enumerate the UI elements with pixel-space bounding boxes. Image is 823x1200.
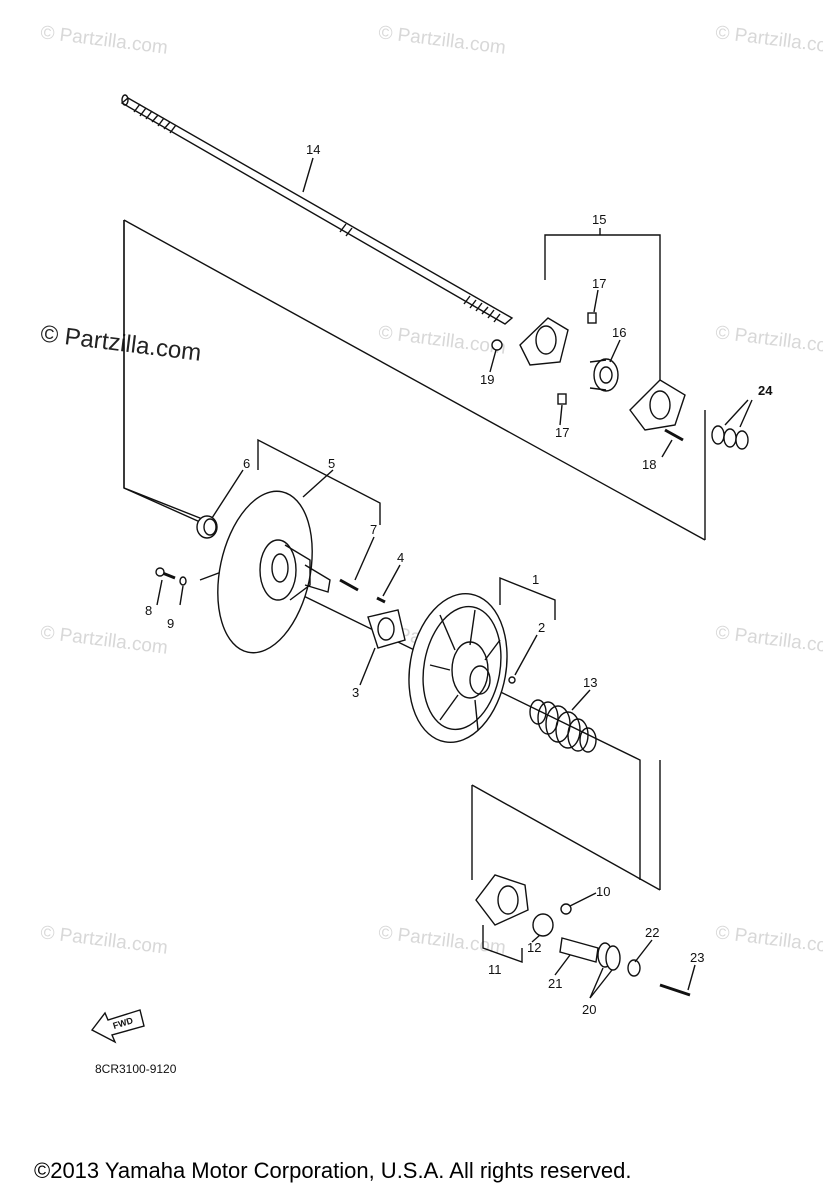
part-label: 15 (592, 212, 607, 227)
fwd-arrow-icon: FWD (90, 1009, 145, 1044)
cam-part (475, 874, 529, 926)
diagram-code: 8CR3100-9120 (95, 1062, 177, 1076)
part-label: 22 (645, 925, 660, 940)
part-label: 1 (532, 572, 540, 587)
part-label: 4 (397, 550, 405, 565)
part-label: 20 (582, 1002, 597, 1017)
copyright-notice: ©2013 Yamaha Motor Corporation, U.S.A. A… (34, 1158, 632, 1183)
part-label: 5 (328, 456, 336, 471)
part-label: 7 (370, 522, 378, 537)
part-label: 12 (527, 940, 542, 955)
part-label: 14 (306, 142, 321, 157)
part-label: 3 (352, 685, 360, 700)
part-label: 10 (596, 884, 611, 899)
bushing-part (196, 515, 218, 539)
part-label: 16 (612, 325, 627, 340)
part-label: 17 (592, 276, 607, 291)
part-label: 17 (555, 425, 570, 440)
part-label: 13 (583, 675, 598, 690)
part-label: 19 (480, 372, 495, 387)
shaft-part (120, 94, 514, 325)
part-label: 18 (642, 457, 657, 472)
part-label: 24 (758, 383, 773, 398)
spring-part (529, 699, 597, 753)
part-label: 2 (538, 620, 546, 635)
part-label: 8 (145, 603, 153, 618)
part-label: 6 (243, 456, 251, 471)
part-label: 21 (548, 976, 563, 991)
part-label: 11 (488, 962, 502, 977)
gasket-part (367, 609, 406, 649)
part-label: 9 (167, 616, 175, 631)
part-label: 23 (690, 950, 705, 965)
sliding-sheave-part (408, 592, 508, 744)
fixed-sheave-part (217, 490, 331, 654)
